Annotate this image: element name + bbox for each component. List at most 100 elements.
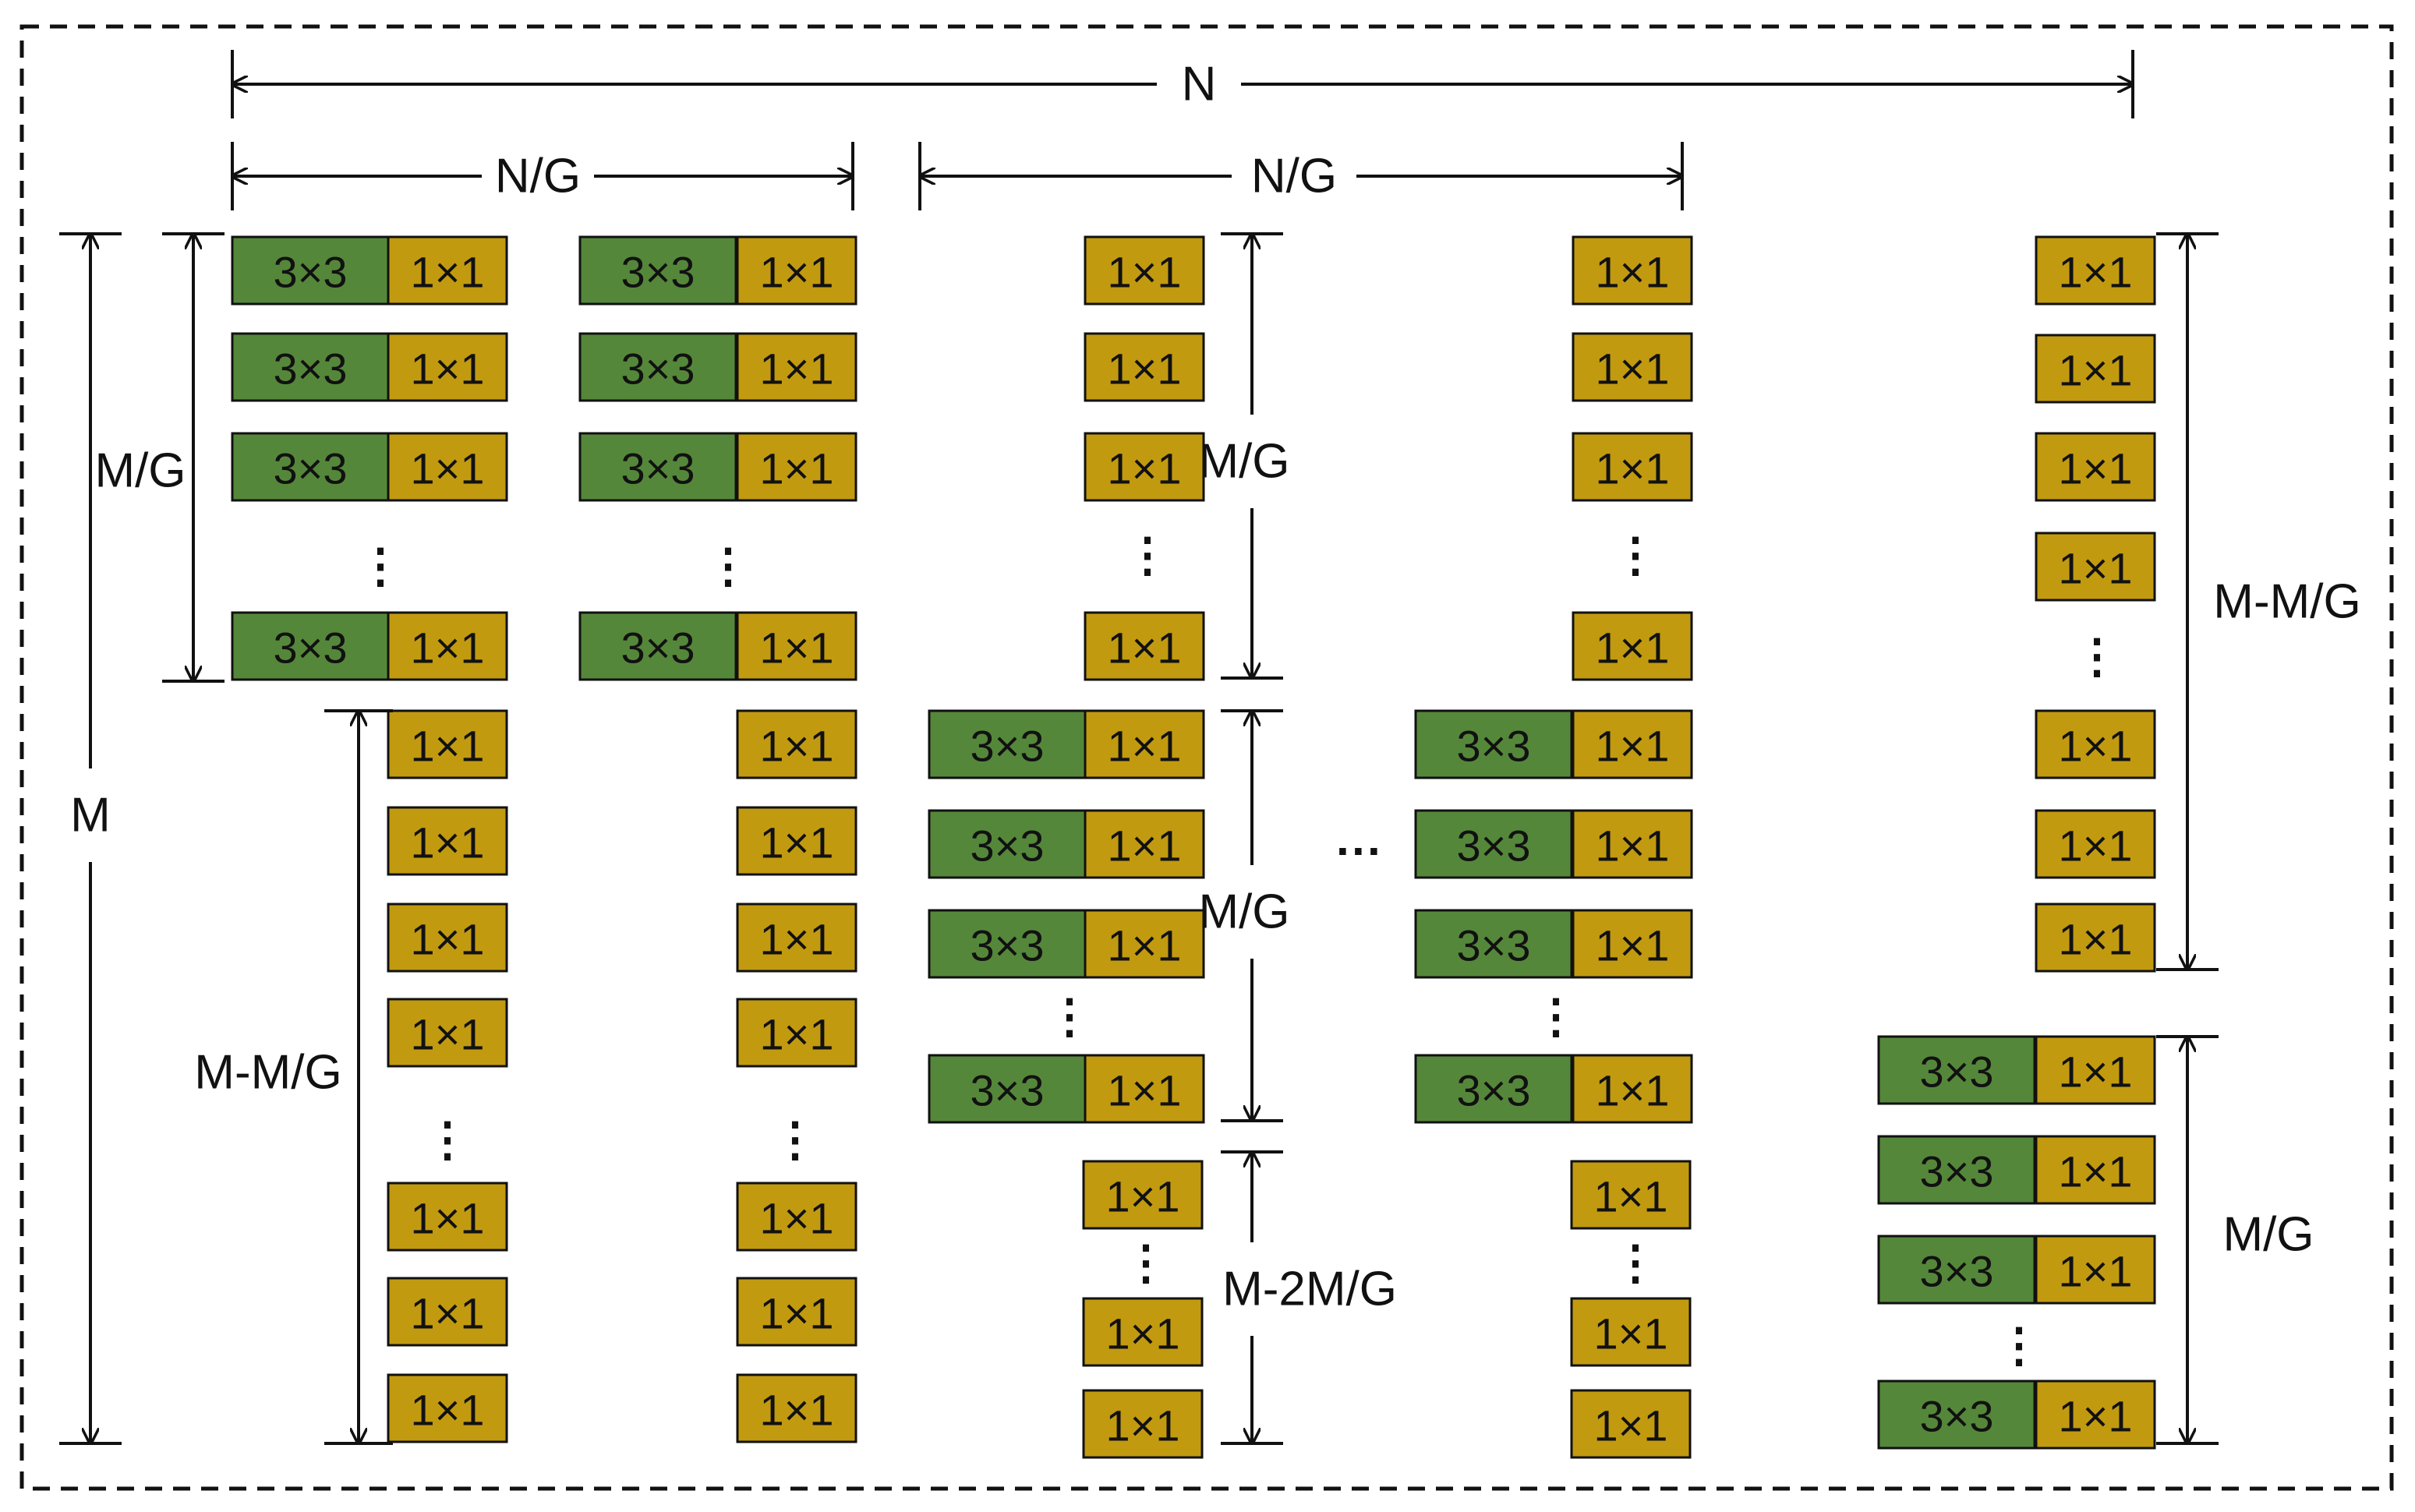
kernel-pair: 3×3 1×1 [231,332,508,402]
conv1x1-label: 1×1 [760,818,834,867]
conv1x1-cell [736,709,857,779]
kernel-pair: 3×3 1×1 [1877,1135,2156,1205]
conv1x1-cell [736,998,857,1068]
conv1x1-label: 1×1 [411,1289,485,1338]
kernel-single: 1×1 [1570,1160,1692,1230]
kernel-single: 1×1 [1082,1389,1204,1459]
conv1x1-label: 1×1 [411,344,485,394]
kernel-cells: 3×3 1×1 3×3 1×1 3×3 1×1 3×3 1×1 3×3 1×1 3×3 1×1 3×3 1… [231,235,2156,1459]
conv1x1-cell [387,998,508,1068]
conv1x1-label: 1×1 [760,915,834,964]
conv1x1-cell [387,235,508,306]
conv1x1-cell [1572,611,1693,681]
conv1x1-cell [2035,1380,2156,1450]
kernel-single: 1×1 [736,1277,857,1347]
vertical-ellipsis: ⋮ [705,540,751,592]
conv1x1-cell [1084,809,1205,879]
conv1x1-cell [2035,235,2156,306]
kernel-single: 1×1 [2035,709,2156,779]
conv1x1-cell [736,235,857,306]
conv3x3-label: 3×3 [621,344,695,394]
conv1x1-cell [736,432,857,502]
kernel-single: 1×1 [736,903,857,973]
conv1x1-cell [736,1182,857,1252]
conv1x1-cell [736,1373,857,1443]
kernel-single: 1×1 [1084,432,1205,502]
conv1x1-label: 1×1 [1594,1309,1668,1358]
conv1x1-label: 1×1 [2059,1392,2133,1441]
conv3x3-label: 3×3 [1457,1066,1531,1115]
conv1x1-label: 1×1 [760,722,834,771]
conv1x1-cell [1572,809,1693,879]
conv1x1-label: 1×1 [411,1194,485,1243]
conv1x1-label: 1×1 [411,1010,485,1059]
kernel-single: 1×1 [736,806,857,876]
conv1x1-label: 1×1 [2059,1147,2133,1196]
conv1x1-label: 1×1 [411,1386,485,1435]
conv3x3-cell [578,432,737,502]
conv1x1-cell [387,611,508,681]
ellipsis-marks: ⋮⋮⋮⋮⋮⋮⋮⋮⋮⋮⋮⋮··· [357,529,2120,1372]
conv1x1-label: 1×1 [760,624,834,673]
conv3x3-cell [1877,1135,2036,1205]
conv3x3-cell [231,611,390,681]
conv3x3-cell [928,1054,1087,1124]
kernel-single: 1×1 [1084,611,1205,681]
conv1x1-cell [2035,809,2156,879]
vertical-ellipsis: ⋮ [424,1114,471,1166]
conv1x1-cell [2035,1235,2156,1305]
kernel-single: 1×1 [387,1182,508,1252]
conv1x1-cell [1572,235,1693,306]
conv1x1-label: 1×1 [1108,624,1182,673]
conv1x1-cell [1572,1054,1693,1124]
conv3x3-cell [1877,1035,2036,1105]
kernel-pair: 3×3 1×1 [231,235,508,306]
conv1x1-label: 1×1 [1596,248,1670,297]
kernel-single: 1×1 [387,998,508,1068]
conv1x1-cell [1082,1160,1204,1230]
conv1x1-label: 1×1 [1596,344,1670,394]
conv1x1-label: 1×1 [2059,722,2133,771]
conv3x3-label: 3×3 [971,1066,1045,1115]
kernel-single: 1×1 [736,709,857,779]
kernel-single: 1×1 [2035,903,2156,973]
conv1x1-label: 1×1 [411,248,485,297]
conv3x3-cell [1414,709,1573,779]
conv3x3-label: 3×3 [1920,1147,1994,1196]
conv1x1-label: 1×1 [1108,248,1182,297]
conv1x1-cell [2035,1035,2156,1105]
conv1x1-cell [1084,332,1205,402]
conv1x1-label: 1×1 [1596,1066,1670,1115]
conv1x1-cell [1570,1297,1692,1367]
conv1x1-label: 1×1 [760,1010,834,1059]
conv3x3-label: 3×3 [621,248,695,297]
conv1x1-label: 1×1 [411,722,485,771]
conv1x1-label: 1×1 [760,344,834,394]
conv1x1-cell [736,611,857,681]
conv3x3-label: 3×3 [274,344,348,394]
conv3x3-label: 3×3 [1920,1392,1994,1441]
kernel-pair: 3×3 1×1 [578,332,857,402]
conv3x3-label: 3×3 [1457,722,1531,771]
conv3x3-cell [1877,1235,2036,1305]
dim-n-label: N [1182,58,1217,111]
vertical-ellipsis: ⋮ [1123,1237,1169,1289]
conv1x1-label: 1×1 [760,1194,834,1243]
kernel-single: 1×1 [387,1277,508,1347]
conv1x1-label: 1×1 [1594,1172,1668,1221]
conv1x1-label: 1×1 [1106,1172,1180,1221]
conv3x3-label: 3×3 [274,248,348,297]
conv1x1-cell [2035,432,2156,502]
conv1x1-label: 1×1 [2059,346,2133,395]
kernel-single: 1×1 [1572,332,1693,402]
conv3x3-label: 3×3 [971,921,1045,970]
conv1x1-cell [2035,709,2156,779]
